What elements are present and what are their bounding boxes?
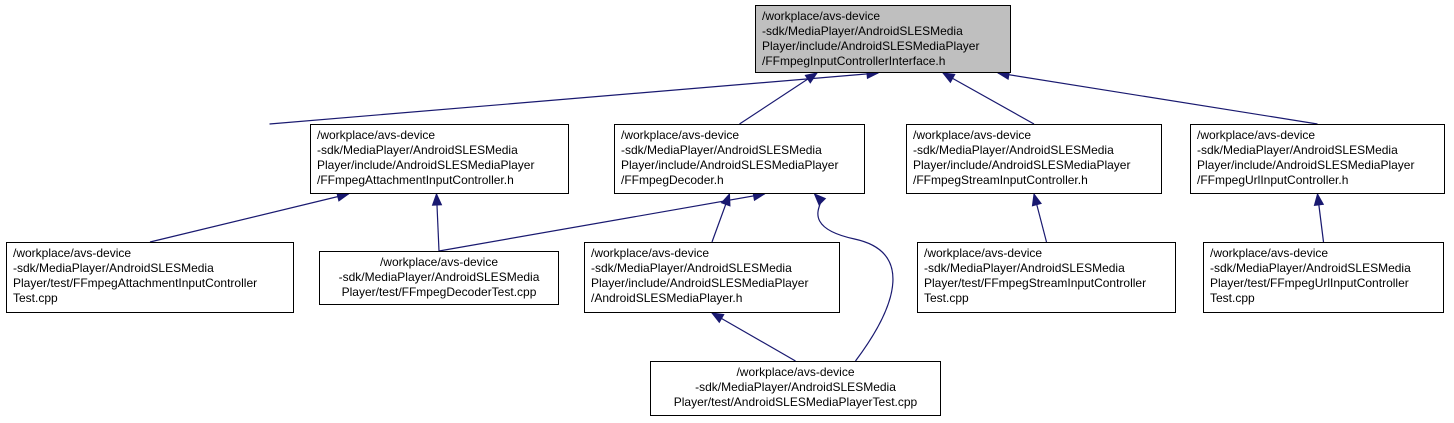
- edge-arrowhead: [1313, 192, 1325, 207]
- node-ffmpeg-stream-input-controller-h[interactable]: /workplace/avs-device-sdk/MediaPlayer/An…: [906, 124, 1162, 194]
- node-label-line: -sdk/MediaPlayer/AndroidSLESMedia: [338, 270, 540, 284]
- node-label-line: Player/test/FFmpegStreamInputController: [924, 276, 1147, 290]
- node-label-line: -sdk/MediaPlayer/AndroidSLESMedia: [317, 143, 518, 157]
- node-label-line: /workplace/avs-device: [379, 255, 499, 269]
- node-label-line: Player/test/FFmpegDecoderTest.cpp: [341, 285, 537, 299]
- edge-arrowhead: [710, 312, 725, 324]
- node-label-line: /workplace/avs-device: [736, 365, 855, 379]
- node-label-line: Player/include/AndroidSLESMediaPlayer: [591, 276, 809, 290]
- node-label-line: Player/include/AndroidSLESMediaPlayer: [1197, 158, 1415, 172]
- node-label-line: -sdk/MediaPlayer/AndroidSLESMedia: [762, 24, 963, 38]
- edge-line: [739, 72, 818, 125]
- edge-player_test-to-decoder_h: [813, 193, 894, 362]
- node-ffmpeg-decoder-h[interactable]: /workplace/avs-device-sdk/MediaPlayer/An…: [614, 124, 865, 194]
- edge-arrowhead: [813, 193, 827, 206]
- edge-line: [942, 72, 1035, 125]
- node-label-line: Test.cpp: [924, 291, 969, 305]
- edge-line: [149, 193, 349, 243]
- node-label-line: -sdk/MediaPlayer/AndroidSLESMedia: [13, 261, 214, 275]
- node-label-line: -sdk/MediaPlayer/AndroidSLESMedia: [695, 380, 896, 394]
- node-label-line: Player/include/AndroidSLESMediaPlayer: [621, 158, 839, 172]
- node-ffmpeg-stream-input-controller-test-cpp[interactable]: /workplace/avs-device-sdk/MediaPlayer/An…: [917, 242, 1176, 313]
- node-label-line: Player/test/FFmpegUrlInputController: [1210, 276, 1409, 290]
- node-label-line: -sdk/MediaPlayer/AndroidSLESMedia: [1197, 143, 1398, 157]
- node-label-line: Player/test/AndroidSLESMediaPlayerTest.c…: [673, 395, 918, 409]
- node-label-line: /workplace/avs-device: [924, 246, 1043, 260]
- edge-player_h-to-decoder_h: [711, 192, 731, 243]
- node-label-line: Player/include/AndroidSLESMediaPlayer: [913, 158, 1131, 172]
- node-label-line: /FFmpegUrlInputController.h: [1197, 173, 1349, 187]
- edge-line: [817, 199, 894, 362]
- node-label-line: /workplace/avs-device: [591, 246, 710, 260]
- node-label-line: /workplace/avs-device: [1210, 246, 1329, 260]
- edge-stream_h-to-root: [941, 72, 1035, 125]
- edge-url_h-to-root: [996, 69, 1318, 125]
- node-ffmpeg-decoder-test-cpp[interactable]: /workplace/avs-device-sdk/MediaPlayer/An…: [319, 251, 559, 305]
- node-label-line: Test.cpp: [1210, 291, 1255, 305]
- edge-url_test-to-url_h: [1313, 192, 1325, 243]
- node-label-line: Player/include/AndroidSLESMediaPlayer: [317, 158, 535, 172]
- edge-line: [711, 312, 796, 362]
- edge-decoder_h-to-root: [739, 72, 819, 125]
- node-label-line: -sdk/MediaPlayer/AndroidSLESMedia: [1210, 261, 1411, 275]
- edge-player_test-to-player_h: [710, 312, 796, 362]
- edge-line: [269, 72, 879, 125]
- node-label-line: -sdk/MediaPlayer/AndroidSLESMedia: [924, 261, 1125, 275]
- node-ffmpeg-attachment-input-controller-test-cpp[interactable]: /workplace/avs-device-sdk/MediaPlayer/An…: [6, 242, 294, 313]
- node-android-sles-media-player-h[interactable]: /workplace/avs-device-sdk/MediaPlayer/An…: [584, 242, 840, 313]
- node-ffmpeg-input-controller-interface-h[interactable]: /workplace/avs-device-sdk/MediaPlayer/An…: [755, 5, 1011, 73]
- edge-arrowhead: [941, 72, 956, 84]
- edge-arrowhead: [431, 192, 443, 206]
- node-label-line: -sdk/MediaPlayer/AndroidSLESMedia: [591, 261, 792, 275]
- edge-attachment_test-to-attachment_h: [149, 191, 350, 243]
- edge-arrowhead: [804, 72, 819, 84]
- edge-stream_test-to-stream_h: [1031, 192, 1048, 243]
- node-label-line: -sdk/MediaPlayer/AndroidSLESMedia: [913, 143, 1114, 157]
- node-ffmpeg-url-input-controller-h[interactable]: /workplace/avs-device-sdk/MediaPlayer/An…: [1190, 124, 1445, 194]
- node-label-line: /workplace/avs-device: [13, 246, 132, 260]
- node-label-line: Player/include/AndroidSLESMediaPlayer: [762, 39, 980, 53]
- node-ffmpeg-url-input-controller-test-cpp[interactable]: /workplace/avs-device-sdk/MediaPlayer/An…: [1203, 242, 1444, 313]
- node-ffmpeg-attachment-input-controller-h[interactable]: /workplace/avs-device-sdk/MediaPlayer/An…: [310, 124, 569, 194]
- node-label-line: /workplace/avs-device: [621, 128, 740, 142]
- edge-attachment_h-to-root: [269, 68, 880, 125]
- node-label-line: -sdk/MediaPlayer/AndroidSLESMedia: [621, 143, 822, 157]
- node-label-line: Test.cpp: [13, 291, 58, 305]
- node-label-line: /FFmpegStreamInputController.h: [913, 173, 1088, 187]
- edge-decoder_test-to-attachment_h: [431, 192, 443, 252]
- edge-arrowhead: [720, 192, 731, 207]
- edge-line: [438, 193, 765, 252]
- node-label-line: /workplace/avs-device: [1197, 128, 1316, 142]
- node-label-line: /workplace/avs-device: [762, 9, 881, 23]
- node-label-line: /AndroidSLESMediaPlayer.h: [591, 291, 743, 305]
- node-label-line: /FFmpegDecoder.h: [621, 173, 724, 187]
- node-label-line: /workplace/avs-device: [913, 128, 1032, 142]
- node-label-line: /FFmpegAttachmentInputController.h: [317, 173, 514, 187]
- node-label-line: /workplace/avs-device: [317, 128, 436, 142]
- node-android-sles-media-player-test-cpp[interactable]: /workplace/avs-device-sdk/MediaPlayer/An…: [650, 361, 941, 416]
- edge-line: [997, 72, 1318, 125]
- edge-arrowhead: [1031, 192, 1042, 207]
- node-label-line: /FFmpegInputControllerInterface.h: [762, 54, 946, 68]
- node-label-line: Player/test/FFmpegAttachmentInputControl…: [13, 276, 258, 290]
